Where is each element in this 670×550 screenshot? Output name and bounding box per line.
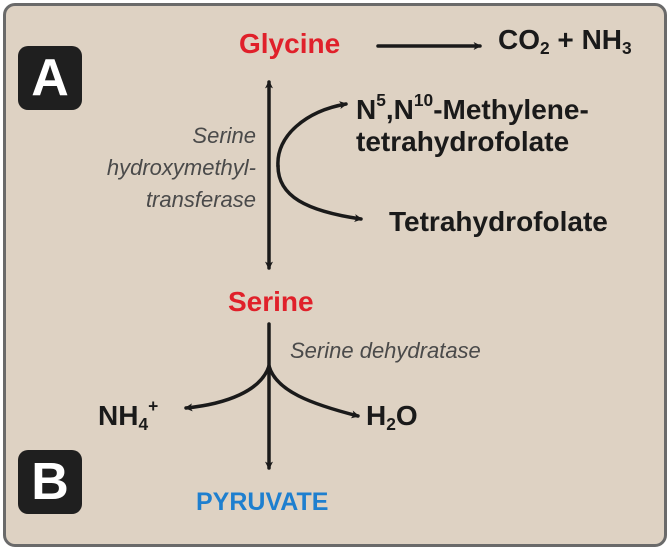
nh4-label: NH4+ (98, 396, 159, 435)
panel-b-badge: B (18, 450, 82, 514)
glycine-label: Glycine (239, 28, 341, 59)
arrow-to-thf (276, 164, 363, 223)
serine-label: Serine (228, 286, 314, 317)
arrow-to-nh4 (184, 364, 271, 412)
pyruvate-label: PYRUVATE (196, 488, 329, 516)
dehydratase-enzyme-label: Serine dehydratase (290, 338, 481, 363)
h2o-label: H2O (366, 400, 418, 435)
thf-label: Tetrahydrofolate (389, 206, 608, 237)
pathway-arrows (184, 42, 482, 470)
methylene-thf-label: N5,N10-Methylene- tetrahydrofolate (356, 90, 589, 158)
arrow-to-methylene-thf (276, 101, 348, 168)
co2-nh3-label: CO2 + NH3 (498, 24, 632, 59)
panel-a-badge: A (18, 46, 82, 110)
shmt-enzyme-label: Serine hydroxymethyl- transferase (106, 123, 256, 212)
diagram-panel: A B Glycine CO2 + NH3 N5,N10-Methylene- … (3, 3, 667, 547)
arrow-to-h2o (267, 364, 360, 419)
